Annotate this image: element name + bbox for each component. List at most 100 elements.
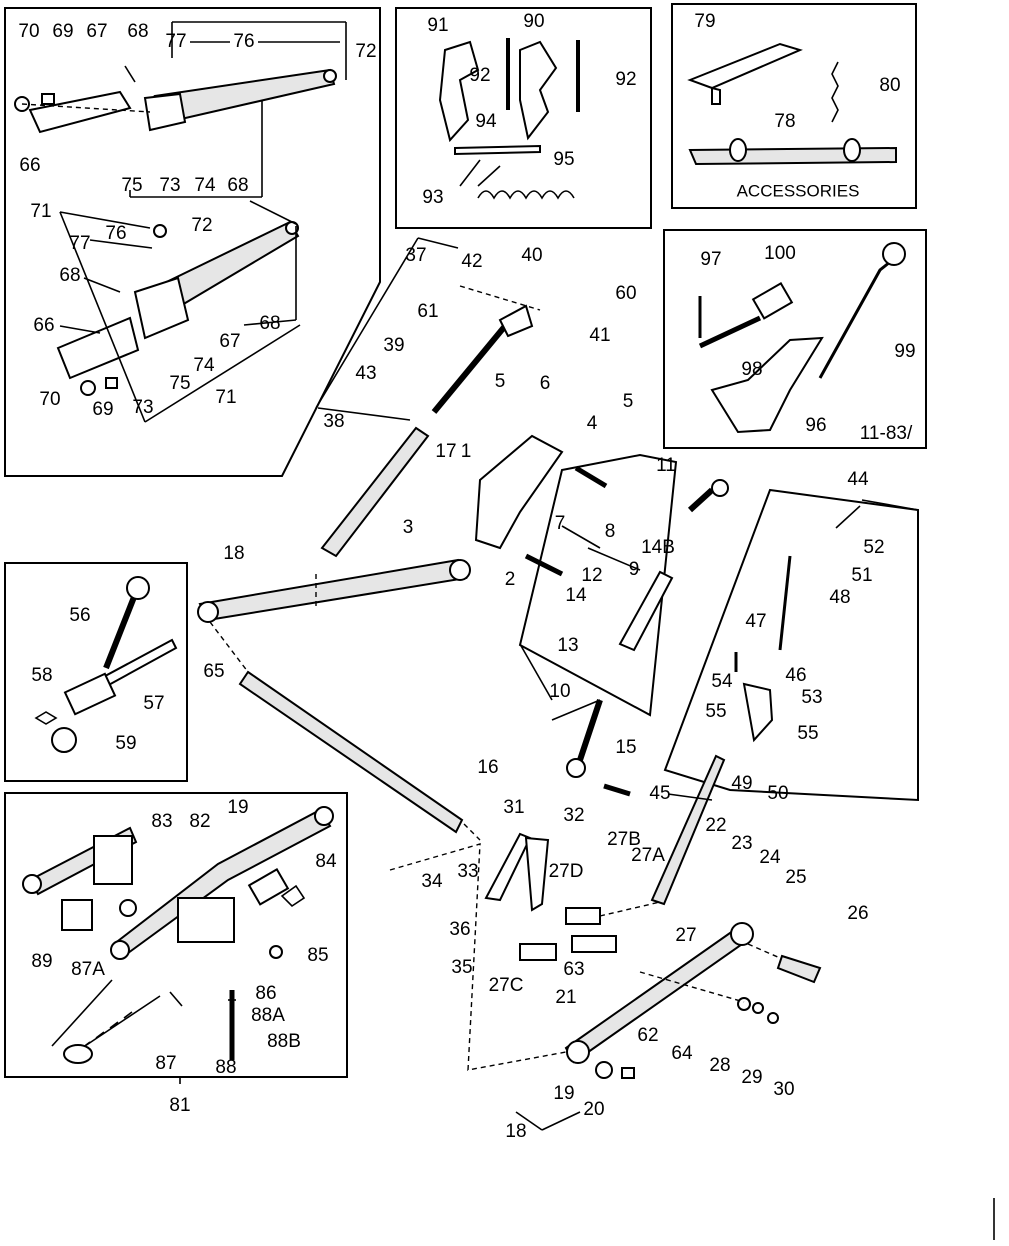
label-11: 11 — [656, 455, 676, 476]
label-68: 68 — [127, 21, 148, 42]
label-93: 93 — [422, 187, 443, 208]
seat-pads-and-springs — [438, 38, 580, 200]
label-46: 46 — [785, 665, 806, 686]
label-67: 67 — [86, 21, 107, 42]
label-68c: 68 — [59, 265, 80, 286]
label-81: 81 — [169, 1095, 190, 1116]
label-66: 66 — [19, 155, 40, 176]
label-17: 17 — [435, 441, 456, 462]
label-59: 59 — [115, 733, 136, 754]
label-24: 24 — [759, 847, 781, 868]
label-72: 72 — [355, 41, 376, 62]
leader-lines-top-left — [59, 21, 347, 423]
label-28: 28 — [709, 1055, 730, 1076]
label-73: 73 — [159, 175, 180, 196]
label-36: 36 — [449, 919, 470, 940]
label-55: 55 — [705, 701, 726, 722]
label-55b: 55 — [797, 723, 818, 744]
label-62: 62 — [637, 1025, 658, 1046]
label-68b: 68 — [227, 175, 248, 196]
label-21: 21 — [555, 987, 576, 1008]
label-49: 49 — [731, 773, 752, 794]
label-18b: 18 — [505, 1121, 526, 1142]
label-86: 86 — [255, 983, 276, 1004]
label-96: 96 — [805, 415, 826, 436]
label-19b: 19 — [553, 1083, 574, 1104]
inset-box-drawbar — [4, 792, 348, 1078]
label-38: 38 — [323, 411, 344, 432]
label-92: 92 — [469, 65, 490, 86]
label-74b: 74 — [193, 355, 215, 376]
inset-box-lower-links — [4, 7, 381, 477]
label-89: 89 — [31, 951, 52, 972]
label-92b: 92 — [615, 69, 636, 90]
label-30: 30 — [773, 1079, 794, 1100]
label-27d: 27D — [549, 861, 584, 882]
label-53: 53 — [801, 687, 822, 708]
label-37: 37 — [405, 245, 426, 266]
label-70b: 70 — [39, 389, 60, 410]
label-87: 87 — [155, 1053, 176, 1074]
label-88: 88 — [215, 1057, 236, 1078]
dashed-connections — [209, 285, 781, 1071]
label-44: 44 — [847, 469, 869, 490]
label-77: 77 — [165, 31, 186, 52]
label-47: 47 — [745, 611, 766, 632]
label-27a: 27A — [631, 845, 665, 866]
label-9: 9 — [629, 559, 640, 580]
figure-ref: 11-83/ — [860, 423, 913, 444]
label-5b: 5 — [623, 391, 634, 412]
label-27b: 27B — [607, 829, 641, 850]
leader-lines-main — [179, 237, 919, 1131]
inset-box-hitch-assembly — [663, 229, 927, 449]
accessories-parts — [687, 42, 897, 166]
drawbar-parts — [22, 806, 334, 1064]
label-5: 5 — [495, 371, 506, 392]
lever-parts — [34, 576, 178, 753]
label-88b: 88B — [267, 1031, 301, 1052]
hitch-assembly-parts — [698, 242, 906, 434]
label-18: 18 — [223, 543, 244, 564]
label-6: 6 — [540, 373, 551, 394]
label-76b: 76 — [105, 223, 126, 244]
label-13: 13 — [557, 635, 578, 656]
label-33: 33 — [457, 861, 478, 882]
label-40: 40 — [521, 245, 542, 266]
label-4: 4 — [587, 413, 598, 434]
label-2: 2 — [505, 569, 516, 590]
label-58: 58 — [31, 665, 52, 686]
accessories-title: ACCESSORIES — [737, 181, 860, 200]
label-12: 12 — [581, 565, 602, 586]
label-23: 23 — [731, 833, 752, 854]
label-94: 94 — [475, 111, 497, 132]
label-52: 52 — [863, 537, 884, 558]
label-78: 78 — [774, 111, 795, 132]
label-84: 84 — [315, 851, 337, 872]
label-82: 82 — [189, 811, 210, 832]
label-29: 29 — [741, 1067, 762, 1088]
label-41: 41 — [589, 325, 610, 346]
label-35: 35 — [451, 957, 472, 978]
label-20: 20 — [583, 1099, 604, 1120]
label-72b: 72 — [191, 215, 212, 236]
label-97: 97 — [700, 249, 721, 270]
label-85: 85 — [307, 945, 328, 966]
label-98: 98 — [741, 359, 762, 380]
label-10: 10 — [549, 681, 570, 702]
label-26: 26 — [847, 903, 868, 924]
label-76: 76 — [233, 31, 254, 52]
label-45: 45 — [649, 783, 670, 804]
label-39: 39 — [383, 335, 404, 356]
label-74: 74 — [194, 175, 216, 196]
label-43: 43 — [355, 363, 376, 384]
label-3: 3 — [403, 517, 414, 538]
label-27: 27 — [675, 925, 696, 946]
label-48: 48 — [829, 587, 850, 608]
label-79: 79 — [694, 11, 715, 32]
inset-box-lift-rod — [663, 488, 919, 802]
label-75: 75 — [121, 175, 142, 196]
label-19: 19 — [227, 797, 248, 818]
label-75b: 75 — [169, 373, 190, 394]
inset-box-top-link — [518, 453, 678, 717]
